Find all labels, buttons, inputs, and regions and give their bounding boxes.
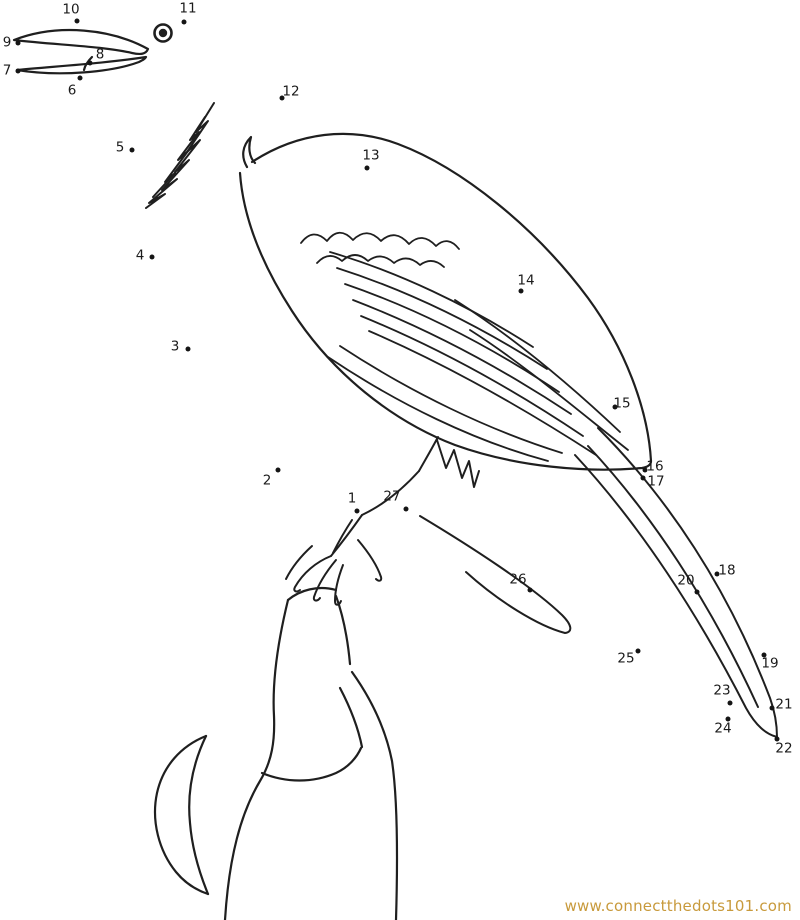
dot-21[interactable] [769,705,775,711]
dot-label-26: 26 [509,571,527,588]
dot-label-19: 19 [761,655,779,672]
dot-label-11: 11 [179,0,197,17]
dot-5[interactable] [129,147,135,153]
dot-label-13: 13 [362,147,380,164]
dot-3[interactable] [185,346,191,352]
dot-label-4: 4 [135,247,145,264]
dot-7[interactable] [15,68,21,74]
dot-label-3: 3 [170,338,180,355]
dot-label-9: 9 [2,34,12,51]
dot-18[interactable] [714,571,720,577]
dot-label-5: 5 [115,139,125,156]
dot-label-25: 25 [617,650,635,667]
dot-20[interactable] [694,589,700,595]
dot-label-27: 27 [383,488,401,505]
dot-23[interactable] [727,700,733,706]
dot-label-7: 7 [2,62,12,79]
dot-26[interactable] [527,587,533,593]
dot-9[interactable] [15,40,21,46]
dot-14[interactable] [518,288,524,294]
dot-22[interactable] [774,736,780,742]
dot-label-1: 1 [347,490,357,507]
dot-4[interactable] [149,254,155,260]
dot-8[interactable] [87,60,93,66]
wing-covert-scallops [300,231,460,268]
dot-label-20: 20 [677,572,695,589]
dot-label-17: 17 [647,473,665,490]
dot-label-15: 15 [613,395,631,412]
dot-1[interactable] [354,508,360,514]
dot-label-24: 24 [714,720,732,737]
wing-outline [238,132,653,471]
watermark-text: www.connectthedots101.com [564,897,792,915]
breast-feather-zigzag [145,102,215,209]
dot-11[interactable] [181,19,187,25]
dot-label-6: 6 [67,82,77,99]
dot-27[interactable] [403,506,409,512]
dot-label-18: 18 [718,562,736,579]
dot-label-23: 23 [713,682,731,699]
dot-13[interactable] [364,165,370,171]
dot-16[interactable] [642,467,648,473]
dot-label-8: 8 [95,46,105,63]
dot-10[interactable] [74,18,80,24]
dot-label-12: 12 [282,83,300,100]
flank-curve [419,515,572,634]
dot-label-2: 2 [262,472,272,489]
leg-and-claws [285,436,480,606]
dot-25[interactable] [635,648,641,654]
branch-stump [153,586,399,920]
wing-feather-lines [327,251,629,462]
dot-label-16: 16 [646,458,664,475]
eye [153,23,173,43]
dot-24[interactable] [725,716,731,722]
dot-label-14: 14 [517,272,535,289]
dot-12[interactable] [279,95,285,101]
dot-label-10: 10 [62,1,80,18]
dot-17[interactable] [640,475,646,481]
dot-15[interactable] [612,404,618,410]
dot-2[interactable] [275,467,281,473]
dot-label-22: 22 [775,740,793,757]
dot-label-21: 21 [775,696,793,713]
dot-6[interactable] [77,75,83,81]
dot-19[interactable] [761,652,767,658]
